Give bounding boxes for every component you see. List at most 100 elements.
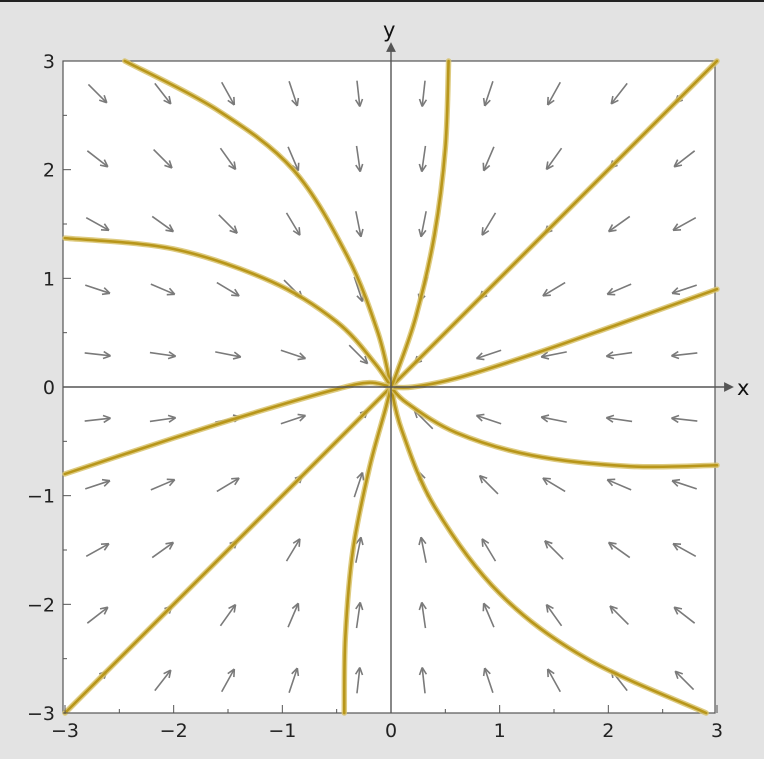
y-tick-label: −1 xyxy=(27,486,55,508)
field-arrow xyxy=(85,542,110,558)
field-arrow xyxy=(546,668,562,693)
field-arrow xyxy=(545,603,563,627)
field-arrow xyxy=(610,82,628,105)
direction-arrows xyxy=(84,80,698,694)
field-arrow xyxy=(285,538,301,562)
field-arrow xyxy=(418,667,428,694)
field-arrow xyxy=(84,414,111,424)
field-arrow xyxy=(475,349,502,361)
field-arrow xyxy=(84,350,111,360)
field-arrow xyxy=(348,344,369,365)
field-arrow xyxy=(219,147,237,171)
field-arrow xyxy=(540,351,567,360)
field-arrow xyxy=(418,80,428,107)
x-tick-label: 3 xyxy=(711,720,723,742)
field-arrow xyxy=(85,478,111,490)
field-arrow xyxy=(287,602,300,628)
field-arrow xyxy=(150,283,176,296)
field-arrow xyxy=(154,82,172,105)
field-arrow xyxy=(87,83,108,104)
field-arrow xyxy=(85,216,110,232)
field-arrow xyxy=(154,669,172,692)
field-arrow xyxy=(546,81,562,106)
x-tick-label: −2 xyxy=(160,720,188,742)
y-tick-label: 0 xyxy=(43,377,55,399)
field-arrow xyxy=(151,541,175,559)
field-arrow xyxy=(481,212,497,236)
field-arrow xyxy=(150,478,176,491)
field-arrow xyxy=(482,667,494,693)
field-arrow xyxy=(673,606,696,624)
field-arrow xyxy=(285,212,301,236)
y-tick-label: −3 xyxy=(27,703,55,725)
trajectory-curve xyxy=(62,384,394,716)
field-arrow xyxy=(607,541,631,559)
field-arrow xyxy=(540,414,567,423)
y-tick-label: 2 xyxy=(43,160,55,182)
field-arrow xyxy=(482,81,494,107)
trajectory-curve xyxy=(388,384,709,716)
trajectory-curve xyxy=(62,235,394,390)
field-arrow xyxy=(288,667,300,693)
field-arrow xyxy=(216,477,240,493)
field-arrow xyxy=(544,540,564,560)
field-arrow xyxy=(153,149,173,169)
field-arrow xyxy=(478,474,499,495)
field-arrow xyxy=(672,216,697,232)
field-arrow xyxy=(481,538,497,562)
field-arrow xyxy=(605,351,633,360)
field-arrow xyxy=(219,603,237,627)
field-arrow xyxy=(86,606,109,624)
field-arrow xyxy=(288,81,300,107)
field-arrow xyxy=(672,542,697,558)
x-tick-label: −3 xyxy=(51,720,79,742)
trajectory-curve xyxy=(62,379,394,477)
trajectory-curve xyxy=(388,58,720,390)
x-tick-label: −1 xyxy=(268,720,296,742)
trajectory-curve xyxy=(388,58,452,390)
x-tick-label: 0 xyxy=(385,720,397,742)
field-arrow xyxy=(418,601,427,629)
x-axis-label: x xyxy=(737,376,749,400)
trajectory-curve xyxy=(122,58,394,390)
field-arrow xyxy=(218,214,238,234)
field-arrow xyxy=(605,414,633,423)
field-arrow xyxy=(482,146,495,172)
y-axis-label: y xyxy=(383,18,395,42)
y-tick-label: 1 xyxy=(43,268,55,290)
field-arrow xyxy=(149,351,177,360)
field-arrow xyxy=(418,211,427,238)
axes: x y xyxy=(63,18,749,713)
field-arrow xyxy=(606,478,632,491)
field-arrow xyxy=(280,349,307,361)
field-arrow xyxy=(355,536,364,563)
field-arrow xyxy=(355,145,364,173)
field-arrow xyxy=(607,215,631,233)
x-tick-label: 1 xyxy=(494,720,506,742)
field-arrow xyxy=(354,80,364,107)
field-arrow xyxy=(353,471,365,498)
field-arrow xyxy=(673,150,696,168)
field-arrow xyxy=(606,283,632,296)
trajectories xyxy=(62,58,720,716)
trajectory-curve xyxy=(388,384,720,470)
field-arrow xyxy=(475,413,502,425)
field-arrow xyxy=(216,281,240,297)
field-arrow xyxy=(671,478,697,490)
x-tick-label: 2 xyxy=(602,720,614,742)
field-arrow xyxy=(671,284,697,296)
field-arrow xyxy=(418,145,427,173)
y-tick-label: −2 xyxy=(27,594,55,616)
field-arrow xyxy=(151,215,175,233)
field-arrow xyxy=(674,670,695,691)
field-arrow xyxy=(280,413,307,425)
field-arrow xyxy=(418,536,427,563)
field-arrow xyxy=(542,281,566,297)
field-arrow xyxy=(354,667,364,694)
field-arrow xyxy=(85,284,111,296)
trajectory-curve xyxy=(341,384,394,716)
field-arrow xyxy=(542,477,566,493)
